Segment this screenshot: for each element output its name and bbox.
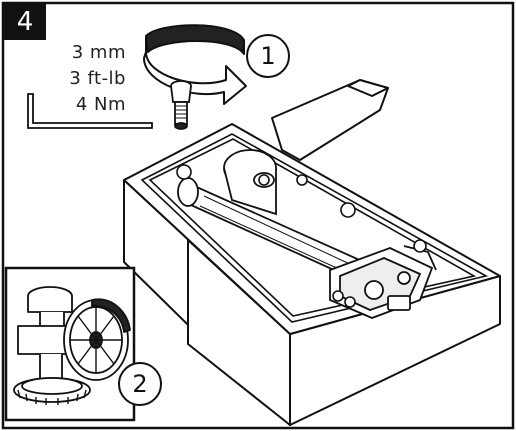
- hex-key-size-label: 3 mm: [71, 42, 126, 63]
- hex-key-icon: [27, 93, 153, 129]
- callout-1: 1: [246, 34, 290, 78]
- step-number-badge: 4: [4, 4, 46, 40]
- housing-tray: [140, 133, 489, 323]
- housing-screws: [176, 164, 427, 308]
- closer-arm: [271, 79, 389, 161]
- callout-2: 2: [118, 362, 162, 406]
- screw-icon: [170, 80, 192, 130]
- detail-inset: [4, 266, 136, 422]
- torque-nm-label: 4 Nm: [75, 94, 126, 115]
- torque-ftlb-label: 3 ft-lb: [69, 68, 126, 89]
- rotation-arrow-icon: [143, 24, 247, 105]
- valve-detail: [13, 286, 131, 405]
